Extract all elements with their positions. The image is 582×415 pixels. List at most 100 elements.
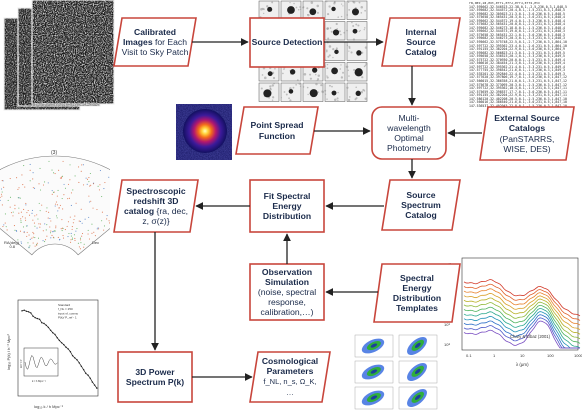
- galaxy-point: [55, 201, 57, 203]
- cutout-source: [331, 67, 338, 75]
- galaxy-point: [50, 230, 52, 232]
- cutout-noise: [283, 91, 286, 93]
- cutout-noise: [299, 6, 302, 8]
- galaxy-point: [55, 215, 58, 217]
- cutout-noise: [329, 84, 331, 87]
- psf-shape: [235, 106, 319, 155]
- source-spectrum-box: Source Spectrum Catalog: [386, 180, 456, 230]
- sed-templates-label: Spectral Energy Distribution Templates: [392, 272, 442, 314]
- cutout-noise: [266, 5, 269, 8]
- galaxy-point: [101, 211, 103, 213]
- cutout-noise: [315, 82, 318, 86]
- cutout-noise: [364, 97, 367, 100]
- galaxy-point: [2, 180, 4, 182]
- catalog-row: 147.591155,32.382204,22.9,0.1,-3.0,236,0…: [469, 47, 565, 52]
- cutout-noise: [307, 93, 309, 96]
- galaxy-point: [39, 210, 41, 212]
- external-catalogs-box: External Source Catalogs (PanSTARRS, WIS…: [484, 107, 570, 160]
- cutout-noise: [337, 99, 339, 102]
- cosmo-params-shape: [249, 351, 331, 403]
- galaxy-point: [42, 240, 44, 242]
- galaxy-point: [4, 222, 6, 224]
- galaxy-point: [96, 228, 98, 230]
- cutout-noise: [346, 86, 349, 89]
- sed-templates-box: Spectral Energy Distribution Templates: [378, 264, 456, 322]
- cutout-source: [332, 29, 340, 36]
- cosmology-contour-panels: [354, 334, 438, 410]
- galaxy-point: [25, 204, 27, 206]
- cutout-noise: [336, 27, 338, 30]
- galaxy-point: [71, 237, 73, 239]
- calibrated-images-box: Calibrated Images for Each Visit to Sky …: [118, 18, 192, 66]
- galaxy-point: [59, 238, 61, 240]
- pk-point: [69, 351, 72, 353]
- obs-sim-title: Observation Simulation: [261, 266, 313, 287]
- sed-template-curve: [463, 279, 581, 317]
- galaxy-point: [67, 198, 69, 200]
- galaxy-point: [39, 223, 42, 225]
- galaxy-point: [74, 239, 76, 241]
- pk-point: [82, 369, 85, 371]
- cutout-source: [289, 69, 296, 75]
- galaxy-point: [23, 208, 25, 210]
- cutout-noise: [358, 30, 360, 33]
- galaxy-point: [27, 209, 29, 212]
- pk-point: [54, 333, 56, 336]
- cutout-noise: [325, 49, 328, 52]
- cutout-noise: [363, 65, 366, 68]
- galaxy-point: [32, 242, 34, 244]
- cutout-noise: [348, 96, 351, 98]
- galaxy-point: [62, 160, 64, 162]
- cutout-noise: [360, 5, 364, 9]
- internal-catalog-label: Internal Source Catalog: [405, 26, 437, 58]
- galaxy-point: [56, 195, 58, 197]
- galaxy-point: [90, 184, 92, 186]
- galaxy-point: [96, 208, 98, 211]
- galaxy-point: [34, 245, 36, 247]
- pk-point: [78, 362, 80, 364]
- pk-point: [93, 384, 96, 386]
- galaxy-point: [89, 185, 91, 187]
- galaxy-point: [58, 207, 60, 209]
- galaxy-point: [26, 235, 28, 237]
- galaxy-point: [109, 222, 110, 224]
- cutout-noise: [261, 74, 264, 76]
- galaxy-point: [71, 226, 73, 228]
- galaxy-point: [4, 213, 6, 215]
- galaxy-point: [92, 183, 94, 185]
- catalog-row: 147.597722,32.395362,18.3,0.1,-1.5,231,0…: [469, 86, 567, 91]
- galaxy-point: [60, 177, 63, 179]
- fit-sed-box: Fit Spectral Energy Distribution: [250, 180, 324, 232]
- cutout-noise: [360, 12, 363, 14]
- cutout-noise: [309, 73, 312, 76]
- cutout-noise: [355, 86, 357, 89]
- galaxy-point: [51, 234, 53, 237]
- galaxy-point: [70, 204, 72, 206]
- cosmo-params-detail: f_NL, n_s, Ω_K, …: [263, 377, 317, 398]
- cutout-noise: [295, 6, 298, 9]
- catalog-row: 147.595662,32.575748,22.5,0.1,-2.7,236,0…: [469, 40, 567, 45]
- cutout-noise: [302, 6, 305, 9]
- galaxy-point: [36, 244, 38, 246]
- galaxy-point: [0, 199, 1, 201]
- pk-point: [30, 312, 32, 314]
- cutout-noise: [340, 76, 344, 79]
- cutout-noise: [352, 25, 355, 27]
- cutout-noise: [358, 1, 361, 4]
- sed-xtick: 1: [493, 353, 496, 358]
- sed-template-curve: [463, 283, 581, 321]
- cutout-noise: [339, 68, 342, 70]
- galaxy-point: [28, 214, 31, 216]
- galaxy-point: [58, 169, 60, 171]
- pk-point: [56, 337, 58, 339]
- cutout-noise: [332, 56, 334, 59]
- galaxy-point: [68, 233, 70, 235]
- galaxy-point: [101, 220, 103, 222]
- cutout-noise: [309, 77, 313, 80]
- galaxy-point: [103, 225, 106, 227]
- cutout-noise: [271, 99, 274, 101]
- psf-image: [176, 104, 232, 160]
- galaxy-point: [72, 222, 74, 224]
- galaxy-point: [77, 242, 79, 244]
- galaxy-point: [67, 183, 70, 185]
